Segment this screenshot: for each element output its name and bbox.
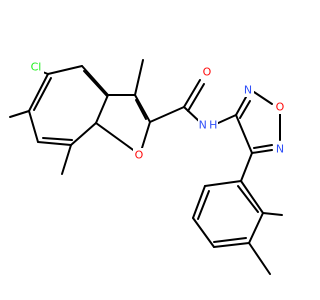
bond <box>187 83 205 112</box>
bond <box>251 149 273 154</box>
bond <box>183 79 201 108</box>
bond <box>135 99 147 120</box>
bond <box>213 242 250 248</box>
bond <box>61 144 72 175</box>
bond <box>95 122 137 153</box>
bond <box>253 91 273 105</box>
bond <box>213 237 247 243</box>
atom-label-layer: Cl O O N H O N N <box>28 60 286 162</box>
amide-oxygen-label: O <box>203 66 212 79</box>
furan-oxygen-label: O <box>135 149 144 162</box>
bond <box>9 110 30 118</box>
bond <box>70 122 97 146</box>
bond <box>183 106 201 123</box>
bond <box>81 65 109 96</box>
atom-amide-nh: N H <box>198 118 218 132</box>
bond <box>235 96 247 116</box>
bond <box>134 59 144 96</box>
bond <box>33 77 52 111</box>
atom-oxadiazole-oxygen: O <box>274 100 286 114</box>
bond <box>235 114 253 154</box>
bond <box>240 152 253 182</box>
bond <box>47 65 83 75</box>
bond <box>141 121 151 149</box>
bond <box>28 73 49 112</box>
bond <box>28 110 39 143</box>
oxadiazole-n-right-label: N <box>276 143 284 156</box>
atom-oxadiazole-n-right: N <box>274 142 286 156</box>
bond <box>237 185 259 213</box>
bond <box>192 217 215 248</box>
bond <box>149 106 185 123</box>
molecule-structure: Cl O O N H O N N <box>9 59 286 275</box>
bond <box>192 185 206 219</box>
bond <box>95 94 109 124</box>
bond <box>204 180 242 187</box>
bond <box>197 190 210 220</box>
bond <box>215 114 237 125</box>
amide-nh-label: N H <box>199 119 218 132</box>
chlorine-label: Cl <box>31 61 42 74</box>
oxadiazole-oxygen-label: O <box>276 101 285 114</box>
bond <box>134 94 151 123</box>
atom-furan-oxygen: O <box>133 148 145 162</box>
atom-amide-oxygen: O <box>201 65 213 79</box>
bond <box>253 144 273 149</box>
atom-chlorine: Cl <box>28 60 44 74</box>
bond <box>262 212 283 216</box>
bond <box>248 212 264 244</box>
oxadiazole-n-top-label: N <box>244 84 252 97</box>
atom-oxadiazole-n-top: N <box>242 83 254 97</box>
bond <box>239 100 251 119</box>
bond-layer <box>9 59 283 275</box>
bond <box>240 180 264 214</box>
bond <box>83 70 108 97</box>
bond <box>248 242 271 275</box>
bond <box>42 137 73 141</box>
bond <box>37 141 72 146</box>
